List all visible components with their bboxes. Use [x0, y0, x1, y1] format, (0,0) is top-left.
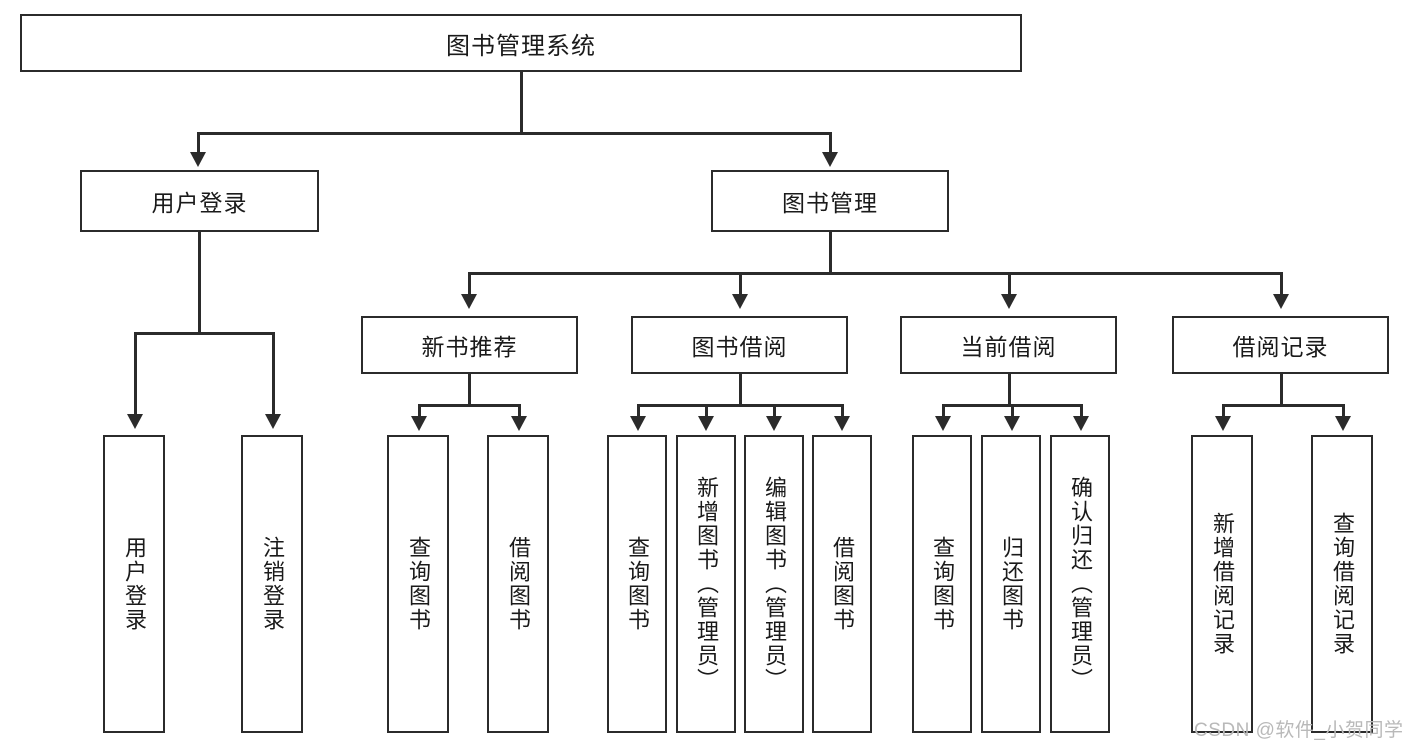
arrow-book-borrow-leaf-3 [766, 416, 782, 431]
edge-bm-drop-book-borrow [739, 272, 742, 296]
leaf-return-book-label: 归还图书 [998, 536, 1024, 632]
arrow-bm-to-book-borrow [732, 294, 748, 309]
arrow-borrow-record-leaf-2 [1335, 416, 1351, 431]
leaf-confirm-return[interactable]: 确认归还（管理员） [1050, 435, 1110, 733]
arrow-book-borrow-leaf-4 [834, 416, 850, 431]
arrow-new-book-leaf-1 [411, 416, 427, 431]
node-root-label: 图书管理系统 [446, 32, 596, 60]
node-book-management[interactable]: 图书管理 [711, 170, 949, 232]
edge-current-borrow-drop-2 [1011, 404, 1014, 418]
edge-user-login-drop-1 [134, 332, 137, 416]
node-book-borrow[interactable]: 图书借阅 [631, 316, 848, 374]
node-new-book-recommend[interactable]: 新书推荐 [361, 316, 578, 374]
node-borrow-record[interactable]: 借阅记录 [1172, 316, 1389, 374]
node-current-borrow[interactable]: 当前借阅 [900, 316, 1117, 374]
edge-new-book-drop-2 [518, 404, 521, 418]
leaf-borrow-book-1-label: 借阅图书 [505, 536, 531, 632]
node-user-login[interactable]: 用户登录 [80, 170, 319, 232]
arrow-book-borrow-leaf-2 [698, 416, 714, 431]
edge-root-to-user-login [197, 132, 200, 154]
edge-new-book-drop-1 [418, 404, 421, 418]
leaf-add-book[interactable]: 新增图书（管理员） [676, 435, 736, 733]
arrow-root-to-user-login [190, 152, 206, 167]
leaf-borrow-book-2-label: 借阅图书 [829, 536, 855, 632]
csdn-watermark: CSDN @软件_小贺同学 [1194, 720, 1404, 741]
node-user-login-label: 用户登录 [151, 190, 248, 216]
arrow-user-login-leaf-1 [127, 414, 143, 429]
leaf-return-book[interactable]: 归还图书 [981, 435, 1041, 733]
edge-book-borrow-drop-2 [705, 404, 708, 418]
arrow-bm-to-borrow-record [1273, 294, 1289, 309]
edge-book-borrow-stem [739, 374, 742, 406]
leaf-edit-book[interactable]: 编辑图书（管理员） [744, 435, 804, 733]
leaf-query-record[interactable]: 查询借阅记录 [1311, 435, 1373, 733]
leaf-user-login[interactable]: 用户登录 [103, 435, 165, 733]
edge-user-login-bus [134, 332, 274, 335]
leaf-logout-login-label: 注销登录 [259, 536, 285, 632]
arrow-user-login-leaf-2 [265, 414, 281, 429]
leaf-logout-login[interactable]: 注销登录 [241, 435, 303, 733]
node-book-borrow-label: 图书借阅 [691, 334, 788, 360]
edge-book-borrow-drop-1 [637, 404, 640, 418]
leaf-query-book-2-label: 查询图书 [624, 536, 650, 632]
edge-book-borrow-drop-3 [773, 404, 776, 418]
edge-root-bus [197, 132, 829, 135]
arrow-borrow-record-leaf-1 [1215, 416, 1231, 431]
arrow-current-borrow-leaf-1 [935, 416, 951, 431]
edge-current-borrow-stem [1008, 374, 1011, 406]
leaf-query-book-3-label: 查询图书 [929, 536, 955, 632]
edge-root-to-book-management [829, 132, 832, 154]
edge-book-borrow-bus [637, 404, 841, 407]
leaf-confirm-return-label: 确认归还（管理员） [1067, 476, 1093, 692]
arrow-current-borrow-leaf-2 [1004, 416, 1020, 431]
edge-user-login-drop-2 [272, 332, 275, 416]
node-current-borrow-label: 当前借阅 [960, 334, 1057, 360]
edge-current-borrow-drop-1 [942, 404, 945, 418]
node-book-management-label: 图书管理 [782, 190, 878, 216]
edge-current-borrow-drop-3 [1080, 404, 1083, 418]
edge-bm-drop-current-borrow [1008, 272, 1011, 296]
leaf-user-login-label: 用户登录 [121, 536, 147, 632]
edge-root-stem [520, 72, 523, 134]
leaf-query-book-3[interactable]: 查询图书 [912, 435, 972, 733]
leaf-borrow-book-1[interactable]: 借阅图书 [487, 435, 549, 733]
leaf-query-book-1-label: 查询图书 [405, 536, 431, 632]
leaf-add-record[interactable]: 新增借阅记录 [1191, 435, 1253, 733]
edge-bm-drop-new-book [468, 272, 471, 296]
node-borrow-record-label: 借阅记录 [1232, 334, 1329, 360]
edge-borrow-record-stem [1280, 374, 1283, 406]
leaf-query-record-label: 查询借阅记录 [1329, 512, 1355, 656]
edge-book-borrow-drop-4 [841, 404, 844, 418]
arrow-bm-to-current-borrow [1001, 294, 1017, 309]
arrow-root-to-book-management [822, 152, 838, 167]
leaf-add-record-label: 新增借阅记录 [1209, 512, 1235, 656]
edge-book-management-bus [468, 272, 1280, 275]
leaf-query-book-2[interactable]: 查询图书 [607, 435, 667, 733]
edge-borrow-record-drop-1 [1222, 404, 1225, 418]
edge-borrow-record-drop-2 [1342, 404, 1345, 418]
edge-new-book-stem [468, 374, 471, 406]
leaf-query-book-1[interactable]: 查询图书 [387, 435, 449, 733]
arrow-bm-to-new-book [461, 294, 477, 309]
arrow-book-borrow-leaf-1 [630, 416, 646, 431]
edge-bm-drop-borrow-record [1280, 272, 1283, 296]
leaf-edit-book-label: 编辑图书（管理员） [761, 476, 787, 692]
edge-book-management-stem [829, 232, 832, 274]
edge-new-book-bus [418, 404, 518, 407]
edge-borrow-record-bus [1222, 404, 1342, 407]
leaf-add-book-label: 新增图书（管理员） [693, 476, 719, 692]
node-root-system[interactable]: 图书管理系统 [20, 14, 1022, 72]
node-new-book-recommend-label: 新书推荐 [421, 334, 518, 360]
arrow-new-book-leaf-2 [511, 416, 527, 431]
edge-user-login-stem [198, 232, 201, 334]
leaf-borrow-book-2[interactable]: 借阅图书 [812, 435, 872, 733]
arrow-current-borrow-leaf-3 [1073, 416, 1089, 431]
